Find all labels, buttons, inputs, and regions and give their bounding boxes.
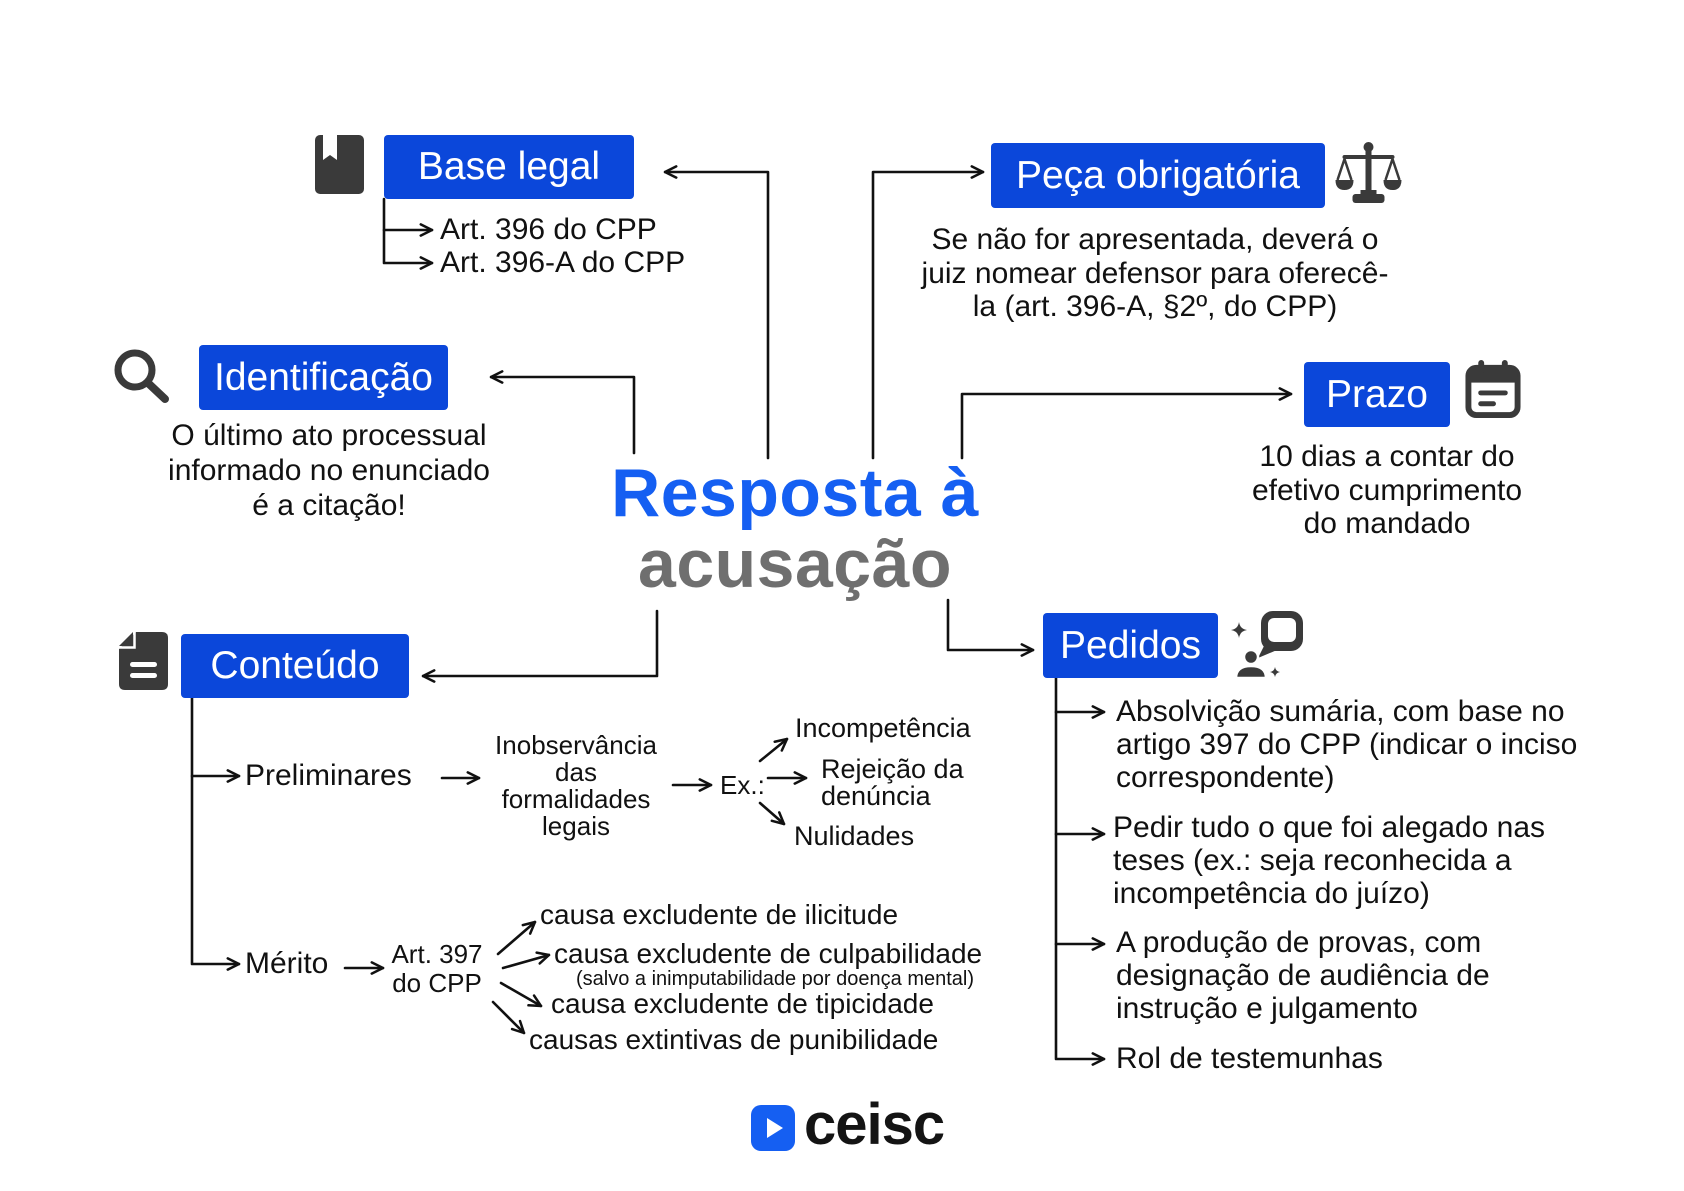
- example-line: Incompetência: [795, 713, 971, 743]
- arrow-cause-tipicidade: [499, 981, 543, 1008]
- cause-punibilidade: causas extintivas de punibilidade: [529, 1024, 939, 1055]
- pedidos-box: Pedidos: [1043, 613, 1218, 678]
- prazo-note: 10 dias a contar do efetivo cumprimento …: [1187, 440, 1587, 541]
- detail-line: legais: [542, 811, 610, 841]
- arrow-to-identificacao: [489, 370, 636, 455]
- detail-line: formalidades: [501, 784, 651, 814]
- arrow-to-prazo: [960, 387, 1293, 460]
- basis-line: Art. 397: [391, 939, 483, 969]
- base-legal-item: Art. 396 do CPP: [440, 213, 657, 246]
- cause-culpabilidade: causa excludente de culpabilidade: [554, 938, 983, 969]
- note-line: do mandado: [1303, 507, 1471, 540]
- book-icon: [315, 135, 364, 194]
- arrow-to-merito: [190, 696, 241, 971]
- preliminares-detail: Inobservância das formalidades legais: [476, 732, 676, 840]
- calendar-icon: [1465, 359, 1521, 418]
- pedido-line: teses (ex.: seja reconhecida a: [1113, 844, 1512, 877]
- example-incompetencia: Incompetência: [795, 713, 971, 743]
- cause-tipicidade: causa excludente de tipicidade: [551, 988, 934, 1019]
- peca-obrigatoria-box: Peça obrigatória: [991, 143, 1325, 208]
- pedido-line: Absolvição sumária, com base no: [1116, 695, 1565, 728]
- arrow-ex-nulidades: [758, 801, 786, 826]
- ex-label: Ex.:: [720, 770, 765, 800]
- merito-basis: Art. 397 do CPP: [367, 940, 507, 998]
- pedido-item-1: Absolvição sumária, com base no artigo 3…: [1116, 695, 1577, 794]
- request-chat-icon: [1231, 610, 1304, 679]
- arrow-cause-ilicitude: [496, 920, 537, 956]
- arrow-base-legal-item-2: [382, 197, 434, 270]
- note-line: 10 dias a contar do: [1259, 440, 1515, 473]
- note-line: efetivo cumprimento: [1251, 473, 1523, 507]
- arrow-to-peca-obrigatoria: [871, 165, 985, 460]
- note-line: la (art. 396-A, §2º, do CPP): [972, 290, 1338, 323]
- arrow-to-base-legal: [663, 165, 770, 460]
- scale-icon: [1334, 140, 1403, 208]
- play-icon: [751, 1105, 795, 1151]
- cause-ilicitude: causa excludente de ilicitude: [540, 899, 899, 930]
- brand-logo-text: ceisc: [804, 1092, 945, 1157]
- pedido-line: Pedir tudo o que foi alegado nas: [1113, 811, 1545, 844]
- arrow-cause-culpabilidade: [501, 951, 551, 970]
- pedido-line: instrução e julgamento: [1116, 992, 1418, 1025]
- example-rejeicao: Rejeição da denúncia: [821, 756, 964, 810]
- example-nulidades: Nulidades: [794, 821, 914, 851]
- pedido-line: Rol de testemunhas: [1116, 1042, 1383, 1075]
- example-line: denúncia: [821, 781, 931, 811]
- arrow-to-pedidos: [946, 598, 1035, 657]
- identificacao-note: O último ato processual informado no enu…: [79, 418, 579, 523]
- identificacao-box: Identificação: [199, 345, 448, 410]
- arrow-to-conteudo: [421, 609, 659, 683]
- detail-line: das: [555, 757, 597, 787]
- note-line: Se não for apresentada, deverá o: [931, 223, 1379, 256]
- pedido-line: A produção de provas, com: [1116, 926, 1482, 959]
- detail-line: Inobservância: [495, 730, 657, 760]
- pedido-item-3: A produção de provas, com designação de …: [1116, 926, 1490, 1025]
- preliminares-label: Preliminares: [245, 759, 412, 792]
- note-line: é a citação!: [252, 489, 406, 522]
- search-icon: [112, 347, 170, 404]
- note-line: juiz nomear defensor para oferecê-: [921, 256, 1389, 290]
- arrow-ex-incompetencia: [758, 737, 789, 763]
- note-line: informado no enunciado: [168, 454, 490, 487]
- example-line: Nulidades: [794, 821, 915, 851]
- culpabilidade-note: (salvo a inimputabilidade por doença men…: [576, 968, 975, 990]
- example-line: Rejeição da: [821, 754, 964, 784]
- title-line-1: Resposta à: [611, 455, 979, 531]
- base-legal-box: Base legal: [384, 135, 634, 199]
- document-icon: [119, 632, 168, 690]
- pedido-line: incompetência do juízo): [1113, 877, 1430, 910]
- peca-obrigatoria-note: Se não for apresentada, deverá o juiz no…: [855, 223, 1455, 324]
- prazo-box: Prazo: [1304, 362, 1450, 427]
- merito-label: Mérito: [245, 947, 329, 980]
- arrow-cause-punibilidade: [491, 1000, 526, 1035]
- pedido-item-2: Pedir tudo o que foi alegado nas teses (…: [1113, 811, 1545, 910]
- basis-line: do CPP: [392, 968, 482, 998]
- pedido-item-4: Rol de testemunhas: [1116, 1042, 1383, 1075]
- title-line-2: acusação: [638, 526, 952, 602]
- central-title: Resposta à acusação: [495, 458, 1095, 600]
- base-legal-items: Art. 396 do CPP Art. 396-A do CPP: [440, 213, 685, 279]
- pedido-line: correspondente): [1116, 761, 1335, 794]
- pedido-line: designação de audiência de: [1116, 959, 1490, 992]
- note-line: O último ato processual: [171, 419, 487, 452]
- arrow-pedido-4: [1054, 676, 1106, 1066]
- pedido-line: artigo 397 do CPP (indicar o inciso: [1116, 728, 1578, 761]
- conteudo-box: Conteúdo: [181, 634, 409, 698]
- base-legal-item: Art. 396-A do CPP: [440, 246, 686, 279]
